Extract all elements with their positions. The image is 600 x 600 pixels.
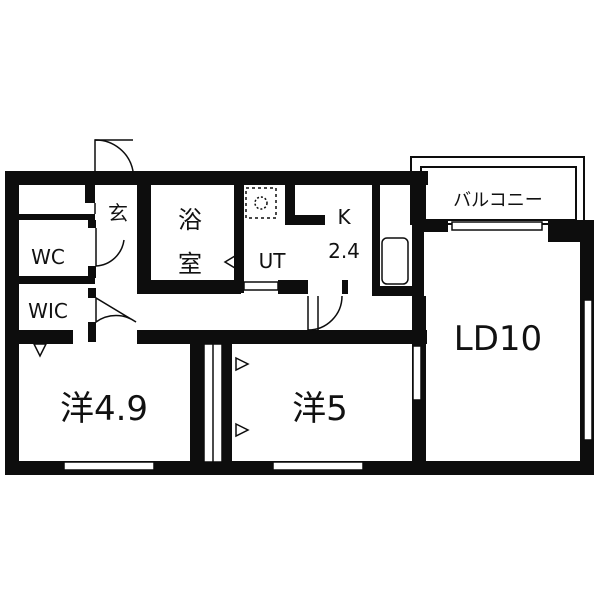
ut-label: UT [259, 249, 287, 273]
wc-label: WC [31, 245, 65, 269]
balcony-label: バルコニー [453, 190, 543, 211]
kitchen-label: K [337, 205, 351, 229]
western-room-1-label: 洋4.9 [60, 389, 148, 429]
wic-label: WIC [28, 299, 68, 323]
ld-label: LD10 [454, 319, 542, 359]
kitchen-size: 2.4 [328, 239, 360, 263]
doors [94, 139, 343, 463]
bath-label-bottom: 室 [178, 250, 202, 278]
outer-walls [5, 171, 594, 475]
fixtures [32, 187, 409, 438]
western-room-2-label: 洋5 [292, 389, 348, 429]
interior-walls [19, 171, 427, 475]
windows [63, 221, 593, 471]
genkan-label: 玄 [108, 201, 128, 225]
bath-label-top: 浴 [178, 206, 202, 234]
